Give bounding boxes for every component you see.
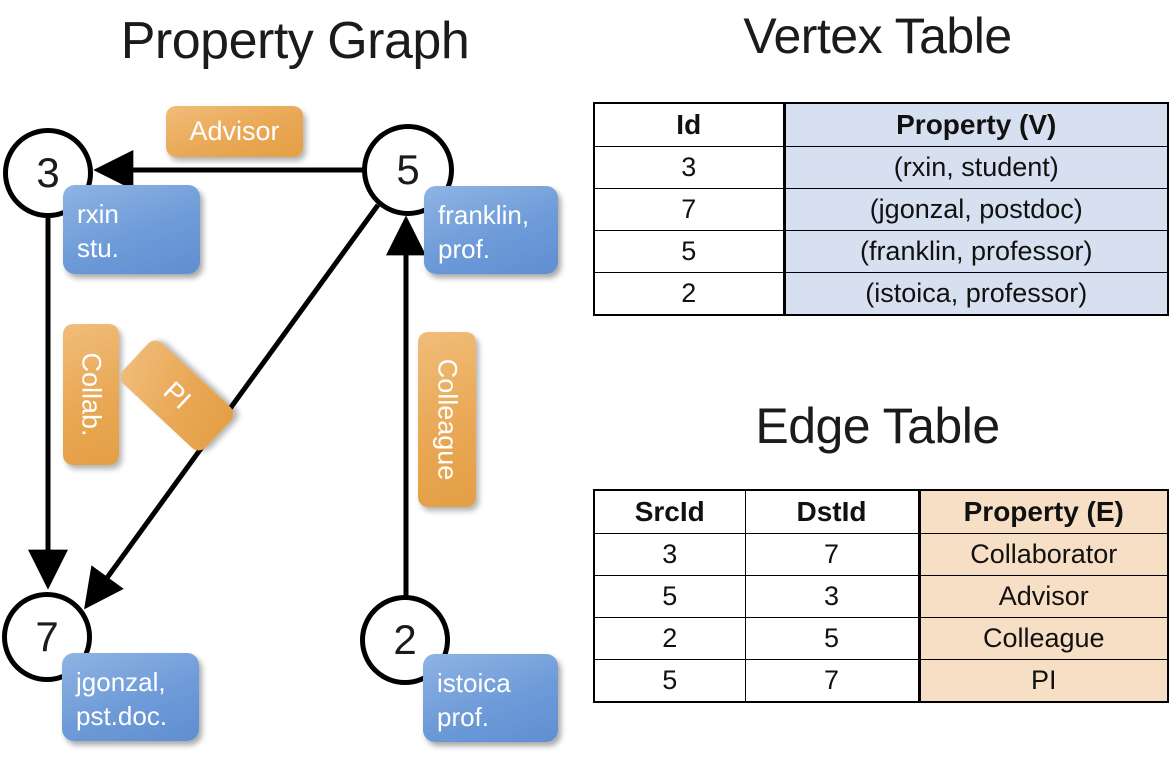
- edge-label-colleague: Colleague: [418, 332, 476, 507]
- edge-label-text: Collab.: [76, 352, 107, 437]
- vertex-property-cell: (jgonzal, postdoc): [782, 188, 1169, 231]
- vertex-table-header-id: Id: [593, 102, 785, 147]
- node-label: 7: [35, 613, 59, 660]
- edge-src-cell: 5: [593, 575, 746, 618]
- edge-label-text: Advisor: [189, 116, 280, 146]
- table-row[interactable]: 3 7 Collaborator: [593, 533, 1169, 576]
- table-row[interactable]: 5 3 Advisor: [593, 575, 1169, 618]
- edge-property-cell: Collaborator: [917, 533, 1169, 576]
- edge-property-cell: Advisor: [917, 575, 1169, 618]
- edge-dst-cell: 3: [744, 575, 920, 618]
- vertex-table-header-property: Property (V): [782, 102, 1169, 147]
- edge-table-header-srcid: SrcId: [593, 489, 746, 534]
- node-label: 3: [36, 149, 60, 196]
- table-header-row: SrcId DstId Property (E): [593, 489, 1169, 534]
- edge-src-cell: 3: [593, 533, 746, 576]
- vertex-id-cell: 7: [593, 188, 785, 231]
- vertex-id-cell: 3: [593, 146, 785, 189]
- vertex-prop-line-1: rxin: [77, 199, 119, 229]
- node-label: 5: [396, 146, 420, 193]
- table-row[interactable]: 7 (jgonzal, postdoc): [593, 188, 1169, 231]
- edge-src-cell: 2: [593, 617, 746, 660]
- vertex-property-cell: (rxin, student): [782, 146, 1169, 189]
- table-row[interactable]: 5 (franklin, professor): [593, 230, 1169, 273]
- vertex-prop-line-2: prof.: [438, 234, 491, 264]
- vertex-property-box-rxin: rxin stu.: [63, 185, 200, 274]
- edge-property-cell: Colleague: [917, 617, 1169, 660]
- edge-dst-cell: 7: [744, 533, 920, 576]
- table-header-row: Id Property (V): [593, 102, 1169, 147]
- vertex-prop-line-2: stu.: [77, 233, 119, 263]
- vertex-prop-line-1: istoica: [437, 668, 511, 698]
- edge-label-collab: Collab.: [63, 324, 119, 465]
- table-row[interactable]: 3 (rxin, student): [593, 146, 1169, 189]
- vertex-prop-line-2: pst.doc.: [76, 701, 168, 731]
- vertex-property-box-franklin: franklin, prof.: [424, 186, 558, 274]
- table-row[interactable]: 5 7 PI: [593, 659, 1169, 703]
- table-row[interactable]: 2 (istoica, professor): [593, 272, 1169, 316]
- edge-label-text: Colleague: [432, 358, 463, 481]
- vertex-prop-line-1: jgonzal,: [76, 667, 166, 697]
- vertex-table: Id Property (V) 3 (rxin, student) 7 (jgo…: [593, 102, 1169, 316]
- vertex-property-cell: (franklin, professor): [782, 230, 1169, 273]
- edge-table-header-property: Property (E): [917, 489, 1169, 534]
- edge-table-header-dstid: DstId: [744, 489, 920, 534]
- graph-node-2[interactable]: 2: [360, 595, 450, 685]
- property-graph-title: Property Graph: [120, 12, 470, 70]
- vertex-id-cell: 5: [593, 230, 785, 273]
- graph-node-5[interactable]: 5: [362, 124, 454, 216]
- edge-table: SrcId DstId Property (E) 3 7 Collaborato…: [593, 489, 1169, 703]
- table-row[interactable]: 2 5 Colleague: [593, 617, 1169, 660]
- vertex-property-box-jgonzal: jgonzal, pst.doc.: [62, 653, 199, 741]
- vertex-property-cell: (istoica, professor): [782, 272, 1169, 316]
- edge-dst-cell: 7: [744, 659, 920, 703]
- vertex-table-title: Vertex Table: [743, 8, 1012, 64]
- vertex-id-cell: 2: [593, 272, 785, 316]
- edge-table-title: Edge Table: [755, 398, 1000, 454]
- edge-label-text: PI: [157, 375, 197, 415]
- edge-src-cell: 5: [593, 659, 746, 703]
- vertex-property-box-istoica: istoica prof.: [423, 654, 558, 742]
- edge-5-to-7-pi: [84, 203, 381, 610]
- edge-dst-cell: 5: [744, 617, 920, 660]
- property-graph-diagram: [28, 150, 426, 610]
- node-label: 2: [393, 616, 417, 663]
- vertex-prop-line-2: prof.: [437, 702, 490, 732]
- vertex-prop-line-1: franklin,: [438, 200, 530, 230]
- edge-label-advisor: Advisor: [166, 106, 303, 157]
- edge-property-cell: PI: [917, 659, 1169, 703]
